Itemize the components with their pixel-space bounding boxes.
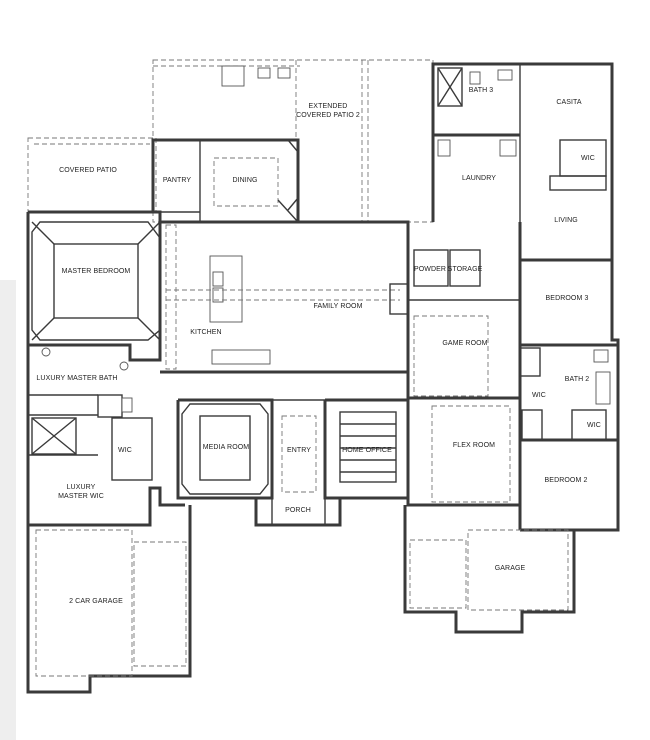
label-pantry: PANTRY	[163, 177, 192, 184]
label-family-room: FAMILY ROOM	[313, 303, 362, 310]
label-kitchen: KITCHEN	[190, 329, 221, 336]
covered-patio-outline	[27, 137, 157, 213]
interior-partitions	[28, 67, 611, 677]
label-two-car-garage: 2 CAR GARAGE	[69, 598, 123, 605]
label-bedroom-3: BEDROOM 3	[546, 295, 589, 302]
outdoor-grill-fixture	[221, 65, 245, 87]
label-luxury-master-bath: LUXURY MASTER BATH	[36, 375, 117, 382]
label-dining: DINING	[232, 177, 257, 184]
label-entry: ENTRY	[287, 447, 311, 454]
label-home-office: HOME OFFICE	[342, 447, 392, 454]
label-wic-bath2-right: WIC	[587, 422, 601, 429]
label-luxury-master-wic-line2: MASTER WIC	[58, 493, 104, 500]
label-extended-covered-patio-line2: COVERED PATIO 2	[296, 112, 360, 119]
label-covered-patio: COVERED PATIO	[59, 167, 117, 174]
label-bedroom-2: BEDROOM 2	[545, 477, 588, 484]
label-game-room: GAME ROOM	[442, 340, 487, 347]
label-bath-2: BATH 2	[565, 376, 590, 383]
label-laundry: LAUNDRY	[462, 175, 496, 182]
label-master-bedroom: MASTER BEDROOM	[62, 268, 131, 275]
label-living: LIVING	[554, 217, 578, 224]
label-wic-bath2-left: WIC	[532, 392, 546, 399]
label-extended-covered-patio-line1: EXTENDED	[309, 103, 348, 110]
label-master-wic-area-wic: WIC	[118, 447, 132, 454]
label-porch: PORCH	[285, 507, 311, 514]
label-garage: GARAGE	[495, 565, 526, 572]
label-luxury-master-wic-line1: LUXURY	[67, 484, 96, 491]
label-casita-wic: WIC	[581, 155, 595, 162]
left-edge-shadow	[0, 280, 16, 740]
label-powder: POWDER	[414, 266, 446, 273]
room-labels: EXTENDED COVERED PATIO 2 BATH 3 CASITA C…	[36, 87, 601, 605]
exterior-walls	[26, 62, 620, 694]
label-flex-room: FLEX ROOM	[453, 442, 495, 449]
label-storage: STORAGE	[448, 266, 483, 273]
label-bath-3: BATH 3	[469, 87, 494, 94]
label-casita: CASITA	[556, 99, 582, 106]
label-media-room: MEDIA ROOM	[203, 444, 250, 451]
